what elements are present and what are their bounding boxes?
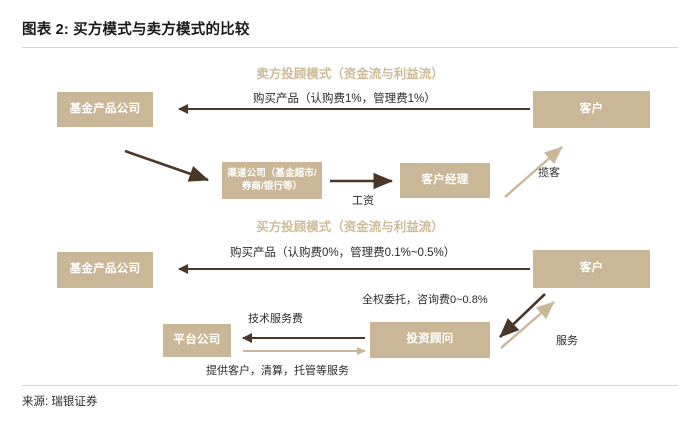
- node-investment-advisor: 投资顾问: [370, 322, 490, 358]
- arrow-head-icon: [357, 347, 366, 355]
- node-customer-bottom: 客户: [533, 250, 650, 288]
- page-title: 图表 2: 买方模式与卖方模式的比较: [22, 22, 250, 38]
- arrow-fund-to-channel: [124, 149, 209, 182]
- edge-label-service: 服务: [556, 335, 578, 347]
- arrow-provide-services: [243, 347, 366, 355]
- edge-label-full-mandate: 全权委托，咨询费0~0.8%: [362, 294, 488, 306]
- edge-label-buy-product-top: 购买产品（认购费1%，管理费1%）: [253, 93, 436, 105]
- node-channel-company: 渠道公司（基金超市/券商/银行等）: [222, 162, 322, 199]
- node-fund-company-top: 基金产品公司: [57, 92, 153, 127]
- node-account-manager: 客户经理: [400, 163, 490, 198]
- node-platform-company: 平台公司: [163, 324, 231, 357]
- arrow-service: [500, 301, 555, 349]
- footer-divider: [22, 385, 678, 386]
- node-customer-top: 客户: [533, 91, 650, 128]
- section-heading-sell-side: 卖方投顾模式（资金流与利益流）: [256, 67, 444, 81]
- edge-label-solicit-clients: 揽客: [538, 167, 560, 179]
- edge-label-tech-service-fee: 技术服务费: [248, 313, 303, 325]
- title-divider: [22, 47, 678, 48]
- arrow-buy-product-top: [178, 104, 530, 114]
- arrow-tech-service-fee: [242, 333, 365, 343]
- edge-label-buy-product-bottom: 购买产品（认购费0%，管理费0.1%~0.5%）: [230, 247, 456, 259]
- arrow-full-mandate: [499, 293, 546, 338]
- arrow-head-icon: [178, 104, 188, 114]
- arrow-buy-product-bottom: [178, 264, 530, 274]
- section-heading-buy-side: 买方投顾模式（资金流与利益流）: [256, 220, 444, 234]
- edge-label-provide-services: 提供客户，清算，托管等服务: [206, 365, 349, 377]
- edge-label-salary: 工资: [352, 195, 374, 207]
- arrow-head-icon: [178, 264, 188, 274]
- arrow-head-icon: [242, 333, 252, 343]
- node-fund-company-bottom: 基金产品公司: [57, 252, 153, 288]
- source-note: 来源: 瑞银证券: [22, 396, 98, 408]
